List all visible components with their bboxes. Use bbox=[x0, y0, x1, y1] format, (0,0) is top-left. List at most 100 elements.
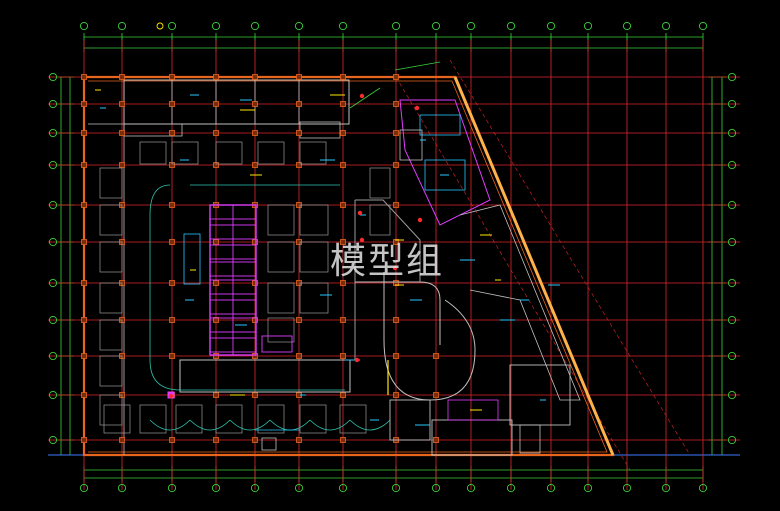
grid-bubble-icon bbox=[48, 160, 58, 170]
parking-bay bbox=[257, 404, 285, 434]
column-icon bbox=[213, 317, 219, 323]
stair-icon bbox=[183, 233, 201, 285]
grid-bubble-icon bbox=[583, 21, 593, 31]
column-icon bbox=[169, 239, 175, 245]
column-icon bbox=[213, 239, 219, 245]
column-icon bbox=[81, 74, 87, 80]
grid-bubble-icon bbox=[79, 21, 89, 31]
marker-dot bbox=[354, 357, 360, 363]
grid-bubble-icon bbox=[546, 21, 556, 31]
grid-bubble-icon bbox=[727, 128, 737, 138]
column-icon bbox=[252, 162, 258, 168]
column-icon bbox=[81, 392, 87, 398]
grid-bubble-icon bbox=[727, 72, 737, 82]
column-icon bbox=[169, 317, 175, 323]
column-icon bbox=[393, 162, 399, 168]
grid-bubble-icon bbox=[48, 390, 58, 400]
column-icon bbox=[340, 353, 346, 359]
column-icon bbox=[340, 162, 346, 168]
column-icon bbox=[119, 437, 125, 443]
grid-bubble-icon bbox=[294, 21, 304, 31]
grid-bubble-icon bbox=[727, 237, 737, 247]
grid-bubble-icon bbox=[727, 160, 737, 170]
grid-bubble-icon bbox=[583, 483, 593, 493]
column-icon bbox=[213, 437, 219, 443]
parking-bay bbox=[369, 167, 391, 199]
column-icon bbox=[393, 392, 399, 398]
column-icon bbox=[296, 130, 302, 136]
column-icon bbox=[213, 74, 219, 80]
column-icon bbox=[340, 392, 346, 398]
column-icon bbox=[340, 280, 346, 286]
column-icon bbox=[296, 162, 302, 168]
grid-bubble-icon bbox=[546, 483, 556, 493]
column-icon bbox=[433, 392, 439, 398]
marker-dot bbox=[359, 93, 365, 99]
grid-bubble-icon bbox=[79, 483, 89, 493]
parking-bay bbox=[299, 404, 327, 434]
grid-bubble-icon bbox=[117, 21, 127, 31]
column-icon bbox=[81, 130, 87, 136]
grid-line-oblique bbox=[449, 59, 691, 456]
parking-bay bbox=[299, 204, 329, 236]
grid-bubble-icon bbox=[661, 483, 671, 493]
column-icon bbox=[252, 280, 258, 286]
service-core bbox=[167, 204, 351, 399]
parking-bay bbox=[267, 204, 295, 236]
partition bbox=[299, 121, 341, 139]
partition bbox=[355, 199, 421, 282]
column-icon bbox=[340, 239, 346, 245]
grid-bubble-icon bbox=[466, 21, 476, 31]
column-icon bbox=[169, 130, 175, 136]
column-icon bbox=[81, 101, 87, 107]
parking-bay bbox=[215, 141, 243, 165]
driveway-path bbox=[229, 419, 271, 431]
grid-bubble-icon bbox=[48, 315, 58, 325]
grid-bubble-icon bbox=[391, 483, 401, 493]
grid-bubble-icon bbox=[294, 483, 304, 493]
grid-bubble-icon bbox=[48, 200, 58, 210]
column-icon bbox=[340, 317, 346, 323]
column-icon bbox=[213, 101, 219, 107]
grid-bubble-icon bbox=[727, 99, 737, 109]
driveway-path bbox=[189, 419, 231, 431]
column-icon bbox=[296, 353, 302, 359]
leader-line bbox=[349, 87, 381, 109]
column-icon bbox=[169, 101, 175, 107]
column-icon bbox=[340, 74, 346, 80]
parking-bays bbox=[99, 141, 391, 434]
grid-bubble-icon bbox=[431, 21, 441, 31]
grid-bubble-icon bbox=[727, 390, 737, 400]
column-icon bbox=[119, 74, 125, 80]
parking-bay bbox=[99, 204, 123, 236]
column-icon bbox=[252, 74, 258, 80]
grid-bubble-icon bbox=[338, 483, 348, 493]
column-icon bbox=[433, 353, 439, 359]
equipment-room bbox=[424, 159, 466, 191]
column-icon bbox=[340, 130, 346, 136]
column-icon bbox=[81, 202, 87, 208]
column-icon bbox=[296, 101, 302, 107]
driveway-path bbox=[269, 419, 311, 431]
column-icon bbox=[81, 162, 87, 168]
grid-bubble-icon bbox=[48, 351, 58, 361]
column-icon bbox=[433, 437, 439, 443]
column-icon bbox=[252, 130, 258, 136]
parking-bay bbox=[339, 404, 367, 434]
grid-bubble-icon bbox=[156, 22, 164, 30]
structural-columns bbox=[81, 74, 439, 443]
parking-bay bbox=[99, 167, 123, 199]
column-icon bbox=[252, 101, 258, 107]
driveway-path bbox=[149, 419, 191, 431]
equipment-room bbox=[399, 99, 491, 226]
grid-bubble-icon bbox=[698, 21, 708, 31]
column-icon bbox=[296, 437, 302, 443]
grid-bubble-icon bbox=[727, 315, 737, 325]
partition bbox=[431, 419, 513, 456]
column-icon bbox=[296, 317, 302, 323]
driveway-path bbox=[309, 419, 351, 431]
column-icon bbox=[169, 280, 175, 286]
parking-bay bbox=[99, 241, 123, 273]
marker-dot bbox=[414, 105, 420, 111]
